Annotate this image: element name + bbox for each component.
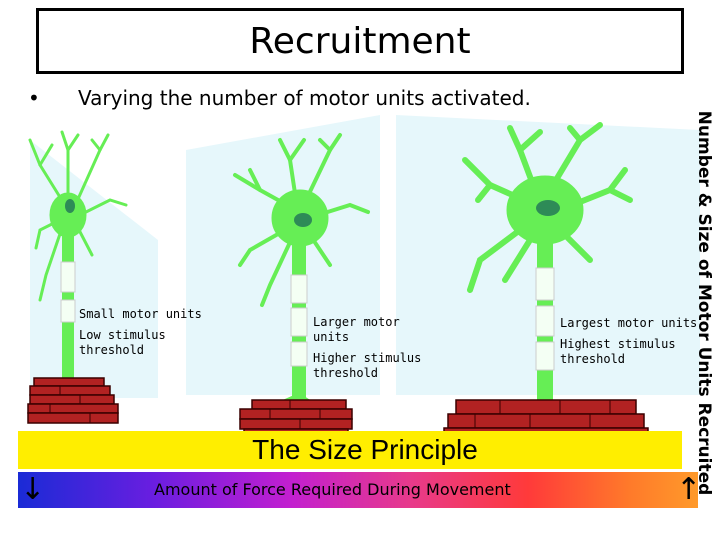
size-principle-text: The Size Principle [252, 434, 478, 465]
label-largest: Largest motor units Highest stimulus thr… [560, 316, 697, 367]
side-label-container: Number & Size of Motor Units Recruited [690, 111, 718, 496]
label-small: Small motor units Low stimulus threshold [79, 307, 202, 358]
label-larger-line3: threshold [313, 366, 379, 380]
slide-title-box: Recruitment [36, 8, 684, 74]
label-small-line1: Small motor units [79, 307, 202, 321]
arrow-down-icon: ↓ [20, 472, 46, 507]
bricks-largest [443, 399, 649, 435]
label-small-line3: threshold [79, 343, 145, 357]
bullet-point: • Varying the number of motor units activ… [28, 86, 531, 110]
label-small-line2: Low stimulus [79, 328, 166, 342]
bricks-small [27, 377, 119, 424]
size-principle-bar: The Size Principle [18, 431, 682, 469]
side-label: Number & Size of Motor Units Recruited [694, 110, 714, 496]
bullet-marker: • [28, 86, 40, 110]
bullet-text: Varying the number of motor units activa… [78, 86, 531, 110]
label-larger-line1b: units [313, 330, 350, 344]
label-larger: Larger motor units Higher stimulus thres… [313, 315, 421, 381]
slide-title: Recruitment [249, 20, 471, 62]
force-bar-text: Amount of Force Required During Movement [154, 480, 511, 499]
label-larger-line1: Larger motor [313, 315, 400, 329]
label-largest-line3: threshold [560, 352, 626, 366]
neuron-larger [233, 133, 370, 424]
label-larger-line2: Higher stimulus [313, 351, 422, 365]
force-gradient-bar: ↓ Amount of Force Required During Moveme… [18, 472, 702, 508]
label-largest-line2: Highest stimulus [560, 337, 676, 351]
label-largest-line1: Largest motor units [560, 316, 698, 330]
arrow-up-icon: ↑ [676, 472, 702, 507]
